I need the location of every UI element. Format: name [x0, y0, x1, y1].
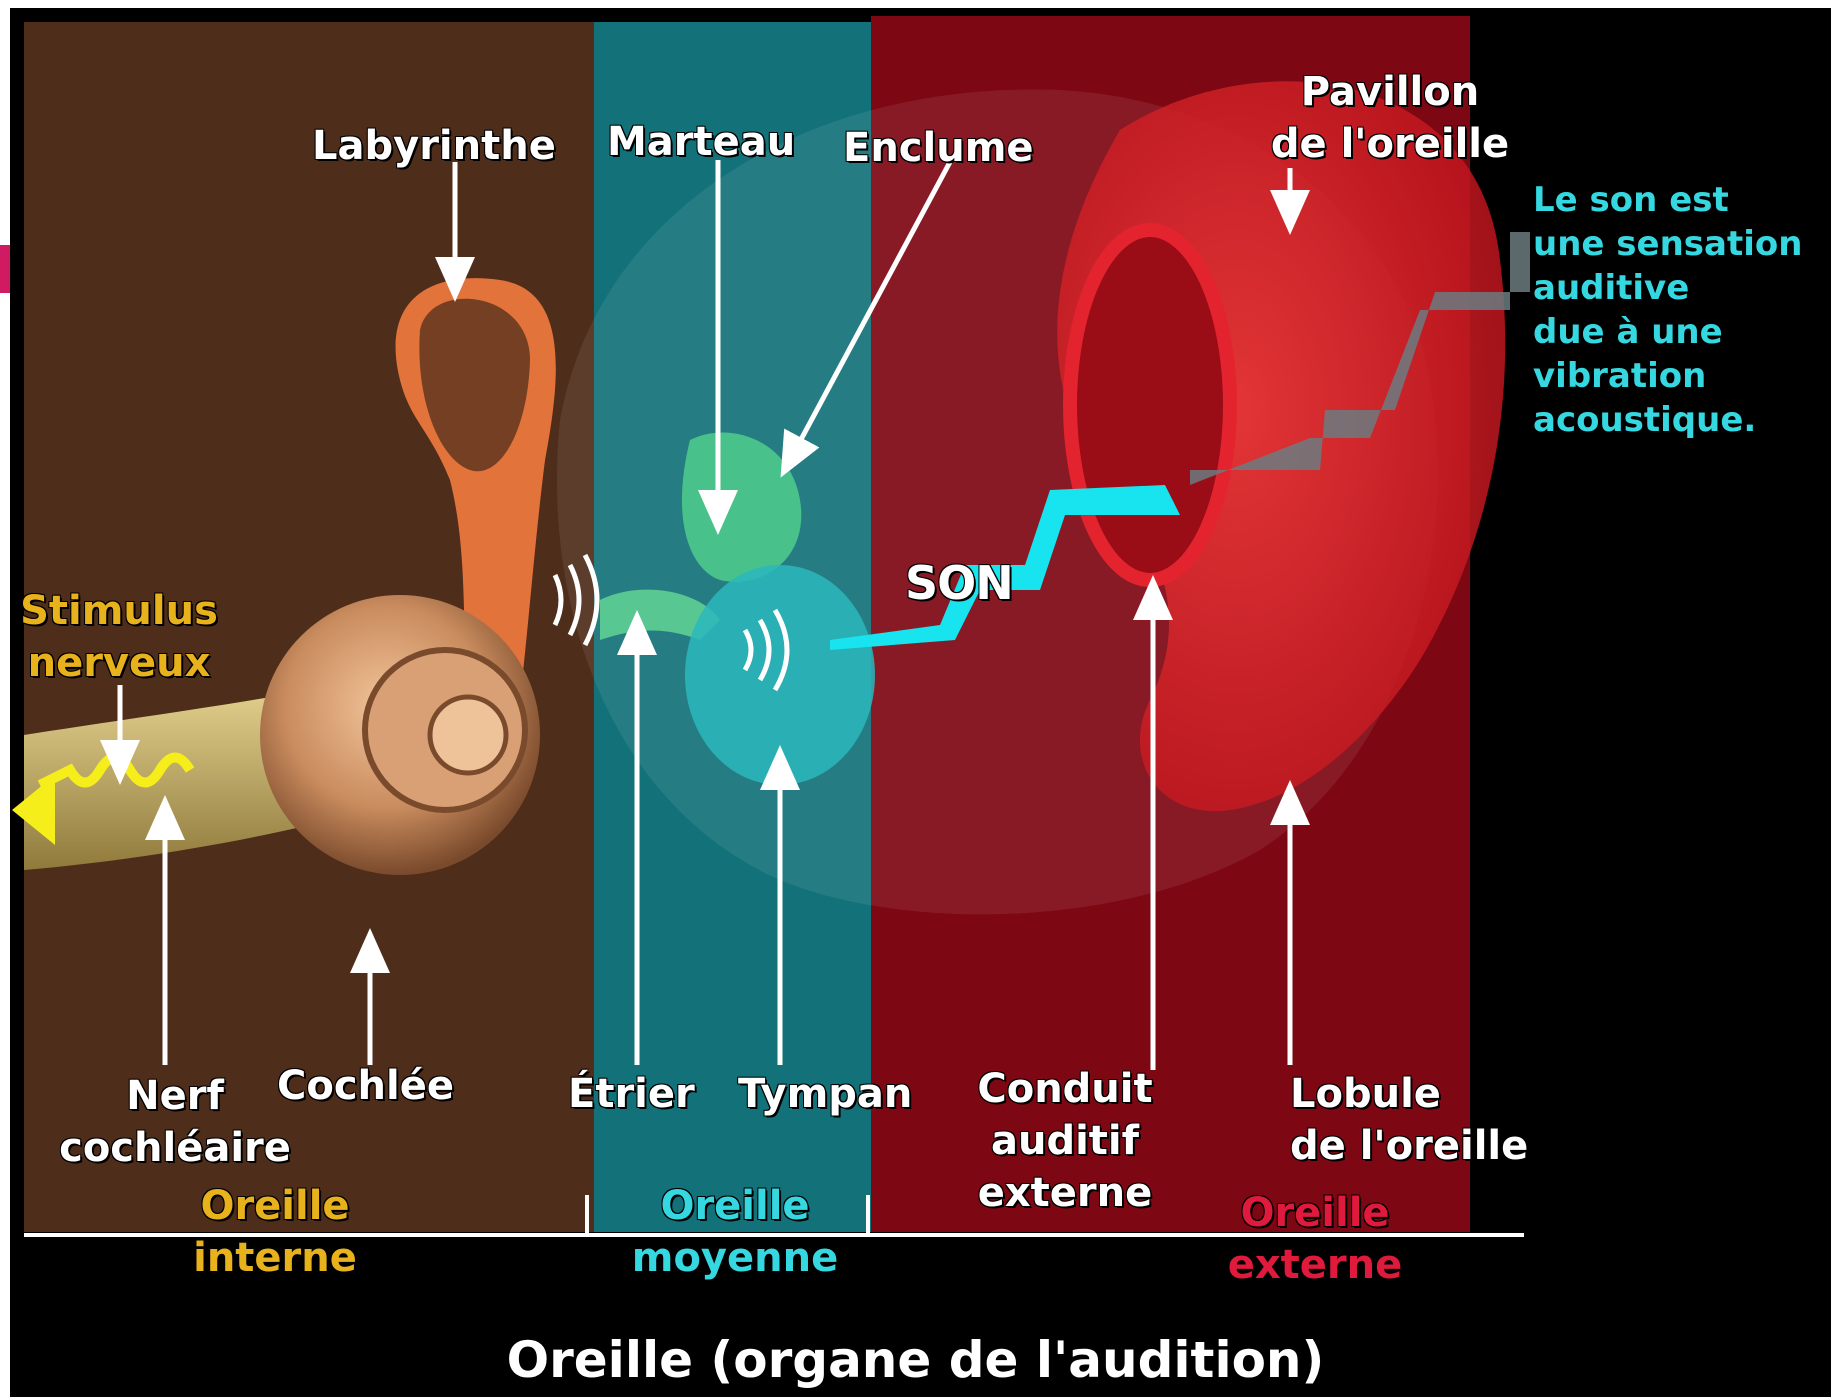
label-enclume: Enclume: [843, 122, 1034, 174]
section-moyenne-line-2: moyenne: [610, 1232, 860, 1284]
diagram-title: Oreille (organe de l'audition): [0, 1330, 1831, 1390]
section-oreille-moyenne: Oreille moyenne: [610, 1180, 860, 1284]
label-conduit-line-3: externe: [960, 1167, 1170, 1219]
side-note-line-5: vibration: [1533, 354, 1802, 398]
section-oreille-externe: Oreille externe: [1200, 1187, 1430, 1291]
label-nerf: Nerf cochléaire: [40, 1070, 310, 1174]
label-lobule-line-2: de l'oreille: [1290, 1120, 1528, 1172]
label-pavillon: Pavillon de l'oreille: [1260, 66, 1520, 170]
label-stimulus-line-2: nerveux: [14, 637, 224, 689]
label-labyrinthe: Labyrinthe: [312, 120, 556, 172]
section-externe-line-2: externe: [1200, 1239, 1430, 1291]
section-moyenne-line-1: Oreille: [610, 1180, 860, 1232]
label-conduit-line-2: auditif: [960, 1115, 1170, 1167]
label-stimulus: Stimulus nerveux: [14, 585, 224, 689]
label-conduit-line-1: Conduit: [960, 1063, 1170, 1115]
side-note: Le son est une sensation auditive due à …: [1533, 178, 1802, 442]
label-nerf-line-2: cochléaire: [40, 1122, 310, 1174]
label-pavillon-line-2: de l'oreille: [1260, 118, 1520, 170]
section-externe-line-1: Oreille: [1200, 1187, 1430, 1239]
label-conduit: Conduit auditif externe: [960, 1063, 1170, 1219]
side-note-line-4: due à une: [1533, 310, 1802, 354]
ear-canal-opening: [1070, 230, 1230, 580]
side-note-line-3: auditive: [1533, 266, 1802, 310]
label-cochlee: Cochlée: [277, 1060, 454, 1112]
section-interne-line-1: Oreille: [160, 1180, 390, 1232]
label-tympan: Tympan: [738, 1068, 912, 1120]
side-note-line-2: une sensation: [1533, 222, 1802, 266]
section-interne-line-2: interne: [160, 1232, 390, 1284]
label-pavillon-line-1: Pavillon: [1260, 66, 1520, 118]
label-nerf-line-1: Nerf: [40, 1070, 310, 1122]
label-son: SON: [905, 557, 1013, 609]
label-lobule: Lobule de l'oreille: [1290, 1068, 1528, 1172]
cochlea-spiral-2: [430, 697, 506, 773]
edge-mark: [0, 245, 10, 293]
label-marteau: Marteau: [607, 116, 795, 168]
side-note-line-1: Le son est: [1533, 178, 1802, 222]
label-stimulus-line-1: Stimulus: [14, 585, 224, 637]
side-note-line-6: acoustique.: [1533, 398, 1802, 442]
label-lobule-line-1: Lobule: [1290, 1068, 1528, 1120]
label-etrier: Étrier: [568, 1068, 695, 1120]
section-oreille-interne: Oreille interne: [160, 1180, 390, 1284]
